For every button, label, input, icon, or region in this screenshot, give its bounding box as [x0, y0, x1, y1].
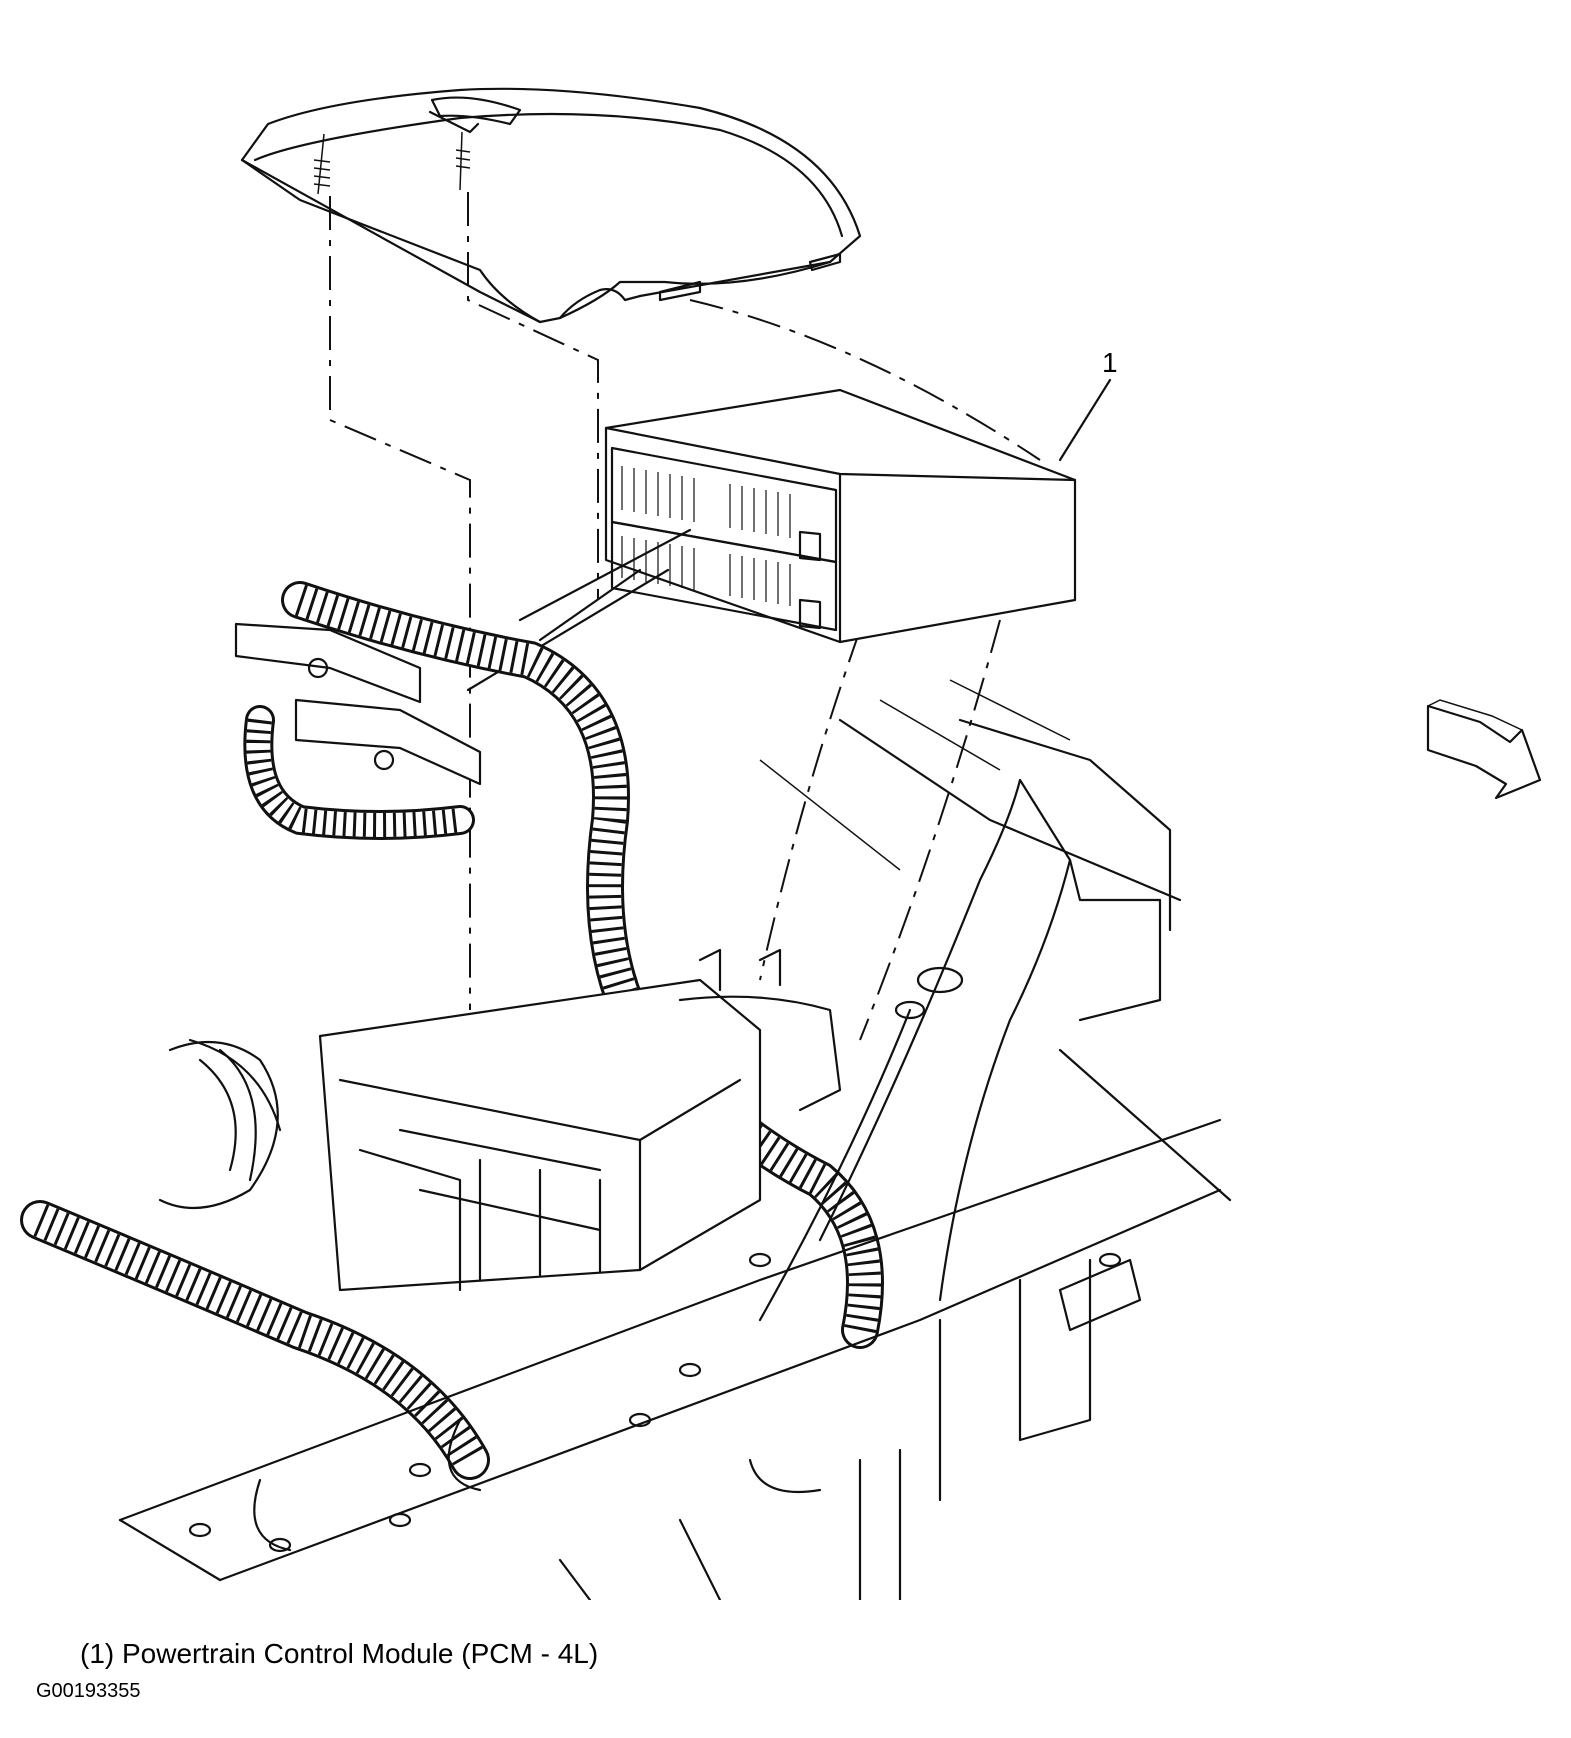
vehicle-frame	[118, 679, 1232, 1600]
front-direction-arrow	[1426, 699, 1542, 800]
figure-id: G00193355	[36, 1680, 141, 1702]
wiring-harness	[20, 528, 884, 1480]
pcm-module: 1	[604, 347, 1118, 644]
pcm-cover	[240, 87, 862, 324]
figure-caption: (1) Powertrain Control Module (PCM - 4L)	[80, 1638, 599, 1669]
alignment-lines	[329, 192, 1041, 1041]
pcm-location-illustration: 1	[20, 87, 1542, 1600]
engine-bay-components	[158, 948, 842, 1292]
callout-1-label: 1	[1102, 347, 1118, 378]
